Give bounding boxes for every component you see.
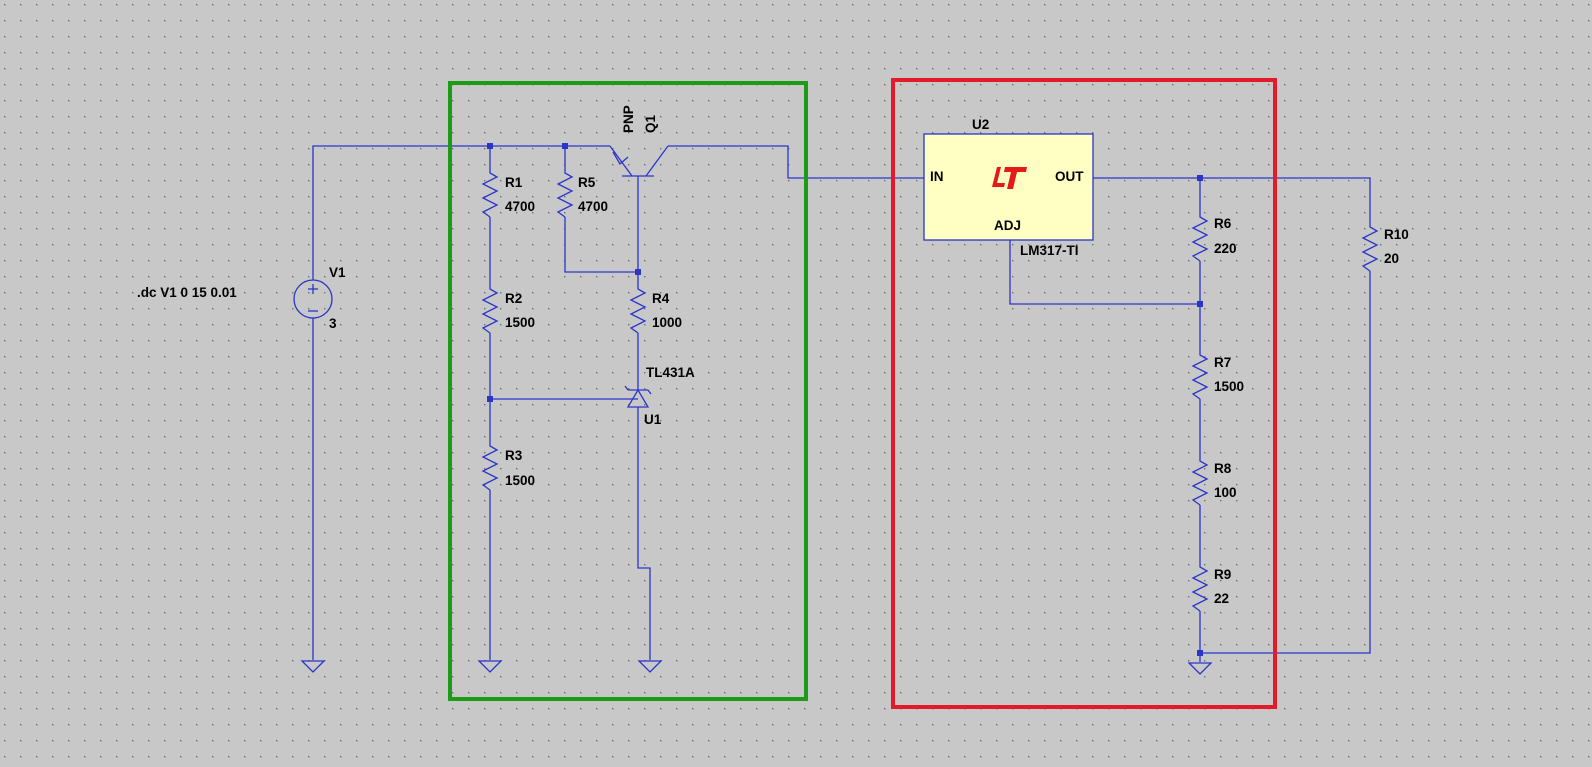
voltage-source-v1[interactable]: V1 3 bbox=[293, 265, 346, 331]
resistor-name: R4 bbox=[652, 291, 670, 306]
resistor-value: 4700 bbox=[505, 199, 535, 214]
ground-symbol[interactable] bbox=[1187, 662, 1213, 675]
source-value: 3 bbox=[329, 316, 337, 331]
resistor-r2[interactable]: R2 1500 bbox=[481, 284, 535, 334]
resistor-name: R3 bbox=[505, 448, 523, 463]
resistor-r8[interactable]: R8 100 bbox=[1191, 456, 1237, 506]
resistor-value: 1500 bbox=[1214, 379, 1244, 394]
resistor-r9[interactable]: R9 22 bbox=[1191, 562, 1231, 612]
grounds bbox=[300, 660, 1213, 675]
resistor-r4[interactable]: R4 1000 bbox=[629, 284, 682, 334]
resistor-value: 100 bbox=[1214, 485, 1237, 500]
wire-q1-collector[interactable] bbox=[668, 145, 924, 179]
junction-dot bbox=[562, 143, 568, 149]
resistor-r1[interactable]: R1 4700 bbox=[481, 168, 535, 218]
resistor-r6[interactable]: R6 220 bbox=[1191, 212, 1237, 262]
lt-logo-icon bbox=[992, 167, 1027, 189]
resistor-name: R1 bbox=[505, 175, 523, 190]
resistor-name: R5 bbox=[578, 175, 596, 190]
ground-symbol[interactable] bbox=[300, 660, 326, 673]
resistor-name: R10 bbox=[1384, 227, 1409, 242]
ic-name: U2 bbox=[972, 117, 989, 132]
resistor-r10[interactable]: R10 20 bbox=[1361, 222, 1409, 272]
wires[interactable] bbox=[312, 145, 1371, 662]
resistor-name: R7 bbox=[1214, 355, 1231, 370]
junction-dot bbox=[1197, 301, 1203, 307]
resistor-name: R8 bbox=[1214, 461, 1232, 476]
resistor-r5[interactable]: R5 4700 bbox=[556, 168, 608, 218]
junction-dot bbox=[1197, 175, 1203, 181]
junction-dot bbox=[635, 269, 641, 275]
resistor-value: 1500 bbox=[505, 473, 535, 488]
wire-adj[interactable] bbox=[1009, 240, 1200, 305]
wire-r10-return[interactable] bbox=[1200, 271, 1371, 654]
ic-model: LM317-TI bbox=[1020, 243, 1079, 258]
shunt-reference-u1[interactable]: TL431A U1 bbox=[624, 365, 695, 427]
resistor-name: R9 bbox=[1214, 567, 1231, 582]
junctions bbox=[487, 143, 1203, 656]
resistor-value: 1500 bbox=[505, 315, 535, 330]
ic-name: U1 bbox=[644, 412, 662, 427]
resistor-name: R6 bbox=[1214, 216, 1232, 231]
pnp-arrow-icon bbox=[612, 151, 629, 166]
pin-in-label: IN bbox=[930, 169, 944, 184]
group-box-right bbox=[891, 78, 1277, 709]
wire-top-rail[interactable] bbox=[312, 145, 610, 280]
transistor-model: PNP bbox=[621, 105, 636, 133]
resistor-value: 1000 bbox=[652, 315, 682, 330]
spice-directive[interactable]: .dc V1 0 15 0.01 bbox=[137, 285, 237, 300]
pin-out-label: OUT bbox=[1055, 169, 1084, 184]
junction-dot bbox=[487, 396, 493, 402]
resistor-value: 4700 bbox=[578, 199, 608, 214]
wire-r5-base[interactable] bbox=[564, 217, 638, 273]
source-name: V1 bbox=[329, 265, 346, 280]
transistor-name: Q1 bbox=[643, 114, 658, 133]
ground-symbol[interactable] bbox=[477, 660, 503, 673]
resistor-value: 22 bbox=[1214, 591, 1229, 606]
resistor-value: 20 bbox=[1384, 251, 1399, 266]
wire-u1-ground[interactable] bbox=[637, 407, 651, 660]
ic-model: TL431A bbox=[646, 365, 695, 380]
resistor-value: 220 bbox=[1214, 241, 1237, 256]
junction-dot bbox=[1197, 650, 1203, 656]
junction-dot bbox=[487, 143, 493, 149]
resistor-name: R2 bbox=[505, 291, 522, 306]
resistor-r3[interactable]: R3 1500 bbox=[481, 441, 535, 491]
group-box-left bbox=[448, 81, 808, 701]
wire-out-rail[interactable] bbox=[1093, 177, 1371, 222]
resistor-r7[interactable]: R7 1500 bbox=[1191, 350, 1244, 400]
ground-symbol[interactable] bbox=[637, 660, 663, 673]
pin-adj-label: ADJ bbox=[994, 218, 1021, 233]
transistor-q1[interactable]: PNP Q1 bbox=[609, 105, 669, 177]
regulator-u2[interactable]: U2 IN OUT ADJ LM317-TI bbox=[923, 117, 1094, 258]
